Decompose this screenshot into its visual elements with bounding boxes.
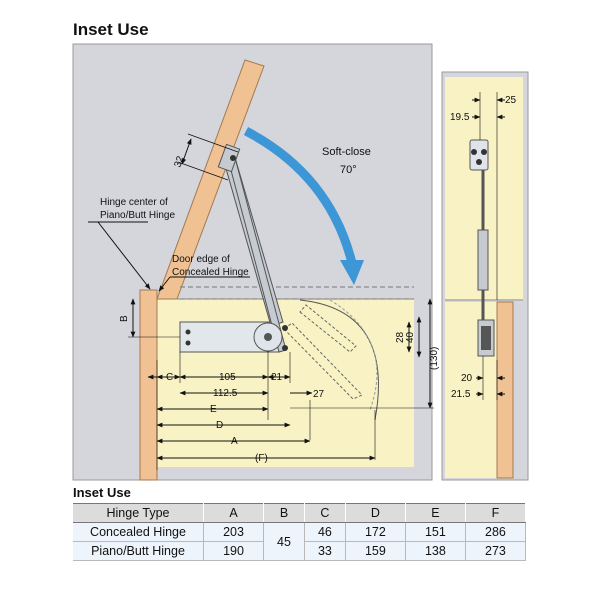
hinge-center-leader [97,221,151,290]
dim-27-label: 27 [313,389,325,400]
side-dim-21-5-label: 21.5 [451,389,471,400]
cell-type: Piano/Butt Hinge [73,541,204,561]
cell-a: 203 [203,522,265,542]
side-dim-19-5-label: 19.5 [450,112,470,123]
cell-c: 46 [304,522,346,542]
angle-label: 70° [340,164,357,176]
hinge-center-label-1: Hinge center of [100,197,168,208]
cabinet-side-wood [139,289,158,481]
cell-e: 151 [405,522,466,542]
header-hinge-type: Hinge Type [73,503,204,523]
door-edge-leader [158,276,171,292]
door-edge-label-2: Concealed Hinge [172,267,249,278]
cell-f: 286 [465,522,527,542]
cell-type: Concealed Hinge [73,522,204,542]
table-row: Piano/Butt Hinge 190 33 159 138 273 [73,541,527,561]
dim-f-label: (F) [255,453,268,464]
door-edge-label-1: Door edge of [172,254,230,265]
dim-b-label: B [119,315,130,322]
spec-table: Hinge Type A B C D E F Concealed Hinge 2… [73,503,527,561]
side-base-inner [481,326,491,350]
door-panel [156,59,265,300]
arm-pivot-1 [282,325,288,331]
side-dim-20-label: 20 [461,373,473,384]
dim-32-label: 32 [172,154,186,169]
dim-d-label: D [216,420,223,431]
door-mount-bracket [217,143,241,173]
side-cabinet-wood [496,301,514,479]
hinge-pivot [264,333,272,341]
side-dim-25-label: 25 [505,95,517,106]
swing-arc-inner [329,299,378,411]
dim-28-label: 28 [395,331,406,343]
base-screw-2 [185,340,191,346]
door-pivot [230,155,236,161]
cell-d: 159 [345,541,406,561]
cell-c: 33 [304,541,346,561]
soft-close-arrow [243,127,357,265]
hinge-center-label-2: Piano/Butt Hinge [100,210,175,221]
base-screw-1 [185,329,191,335]
header-b: B [263,503,305,523]
side-screw-3 [476,159,482,165]
arm-pivot-2 [282,345,288,351]
dim-130-label: (130) [429,347,440,370]
dim-40-label: 40 [405,331,416,343]
folded-arm-outline [283,322,363,400]
side-cylinder [477,229,489,291]
cell-f: 273 [465,541,527,561]
page-title: Inset Use [73,20,149,39]
header-a: A [203,503,265,523]
dim-32-ext-1 [187,133,239,153]
soft-close-arrowhead [340,260,364,285]
header-c: C [304,503,346,523]
dim-105-label: 105 [219,372,236,383]
dim-21-label: 21 [271,372,283,383]
table-row: Concealed Hinge 203 45 46 172 151 286 [73,522,527,561]
header-e: E [405,503,466,523]
header-d: D [345,503,406,523]
dim-e-label: E [210,404,217,415]
cell-e: 138 [405,541,466,561]
dim-112-5-label: 112.5 [213,388,238,399]
cell-b: 45 [263,522,305,561]
side-screw-1 [471,149,477,155]
cell-a: 190 [203,541,265,561]
table-header-row: Hinge Type A B C D E F [73,503,527,523]
header-f: F [465,503,527,523]
dim-32-ext-2 [177,161,229,181]
dim-32-line [181,138,192,165]
folded-link-outline [299,304,357,353]
dim-c-label: C [166,372,173,383]
cell-d: 172 [345,522,406,542]
side-screw-2 [481,149,487,155]
dim-a-label: A [231,436,238,447]
side-door-bracket [469,139,489,171]
table-title: Inset Use [73,485,131,500]
soft-close-label: Soft-close [322,146,371,158]
